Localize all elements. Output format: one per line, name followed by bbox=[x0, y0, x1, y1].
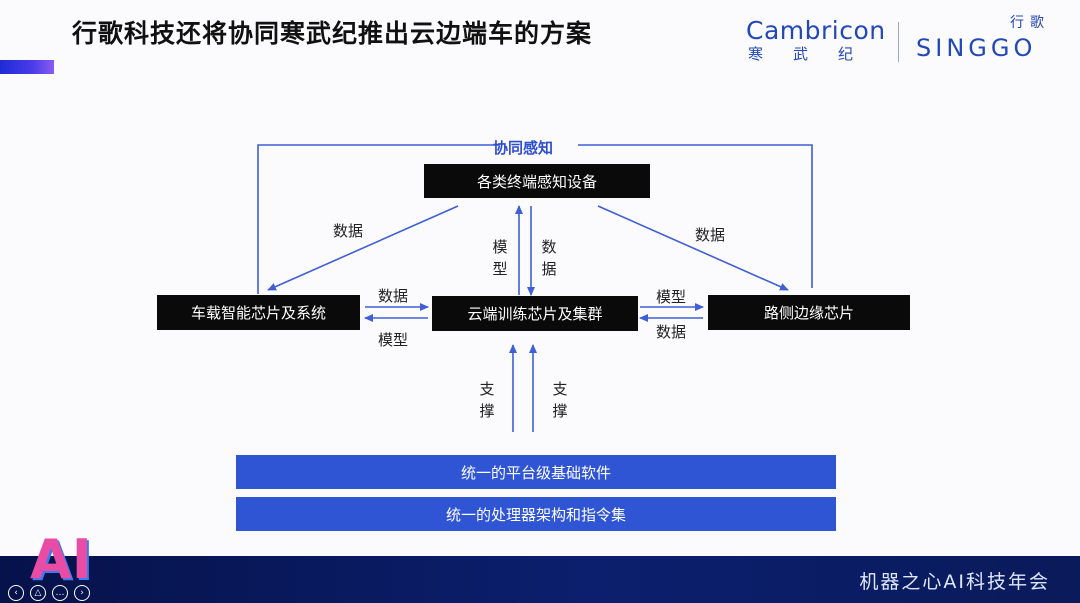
label-cloud-to-vehicle: 模型 bbox=[378, 331, 409, 349]
label-coop-perception: 协同感知 bbox=[493, 139, 554, 157]
singgo-logo: 行歌 SINGGO bbox=[916, 12, 1050, 62]
label-support-left: 支撑 bbox=[479, 380, 495, 420]
sound-icon[interactable]: △ bbox=[30, 585, 46, 601]
footer-event-name: 机器之心AI科技年会 bbox=[859, 571, 1050, 593]
foundation-software-bar: 统一的平台级基础软件 bbox=[236, 455, 836, 489]
label-support-right: 支撑 bbox=[552, 380, 568, 420]
label-roadside-to-cloud: 数据 bbox=[656, 323, 687, 341]
label-devices-to-vehicle: 数据 bbox=[333, 222, 364, 240]
title-accent-bar bbox=[0, 60, 54, 74]
node-vehicle-chip: 车载智能芯片及系统 bbox=[157, 295, 360, 330]
logo-divider bbox=[898, 22, 899, 62]
label-devices-to-cloud: 数据 bbox=[541, 238, 557, 278]
ai-logo: AI bbox=[30, 528, 92, 591]
foundation-isa-bar: 统一的处理器架构和指令集 bbox=[236, 497, 836, 531]
footer-band bbox=[0, 556, 1080, 603]
node-roadside-chip: 路侧边缘芯片 bbox=[708, 295, 910, 330]
label-cloud-to-roadside: 模型 bbox=[656, 288, 687, 306]
label-vehicle-to-cloud: 数据 bbox=[378, 287, 409, 305]
node-cloud-training: 云端训练芯片及集群 bbox=[432, 296, 638, 331]
label-cloud-to-devices: 模型 bbox=[492, 238, 508, 278]
singgo-logo-cn: 行歌 bbox=[1010, 15, 1050, 31]
slide-title: 行歌科技还将协同寒武纪推出云边端车的方案 bbox=[72, 19, 593, 48]
more-icon[interactable]: … bbox=[52, 585, 68, 601]
arrow-devices-to-roadside bbox=[597, 205, 789, 291]
cambricon-logo-en: Cambricon bbox=[746, 16, 886, 45]
cambricon-logo-cn: 寒武纪 bbox=[748, 45, 884, 63]
label-devices-to-roadside: 数据 bbox=[695, 226, 726, 244]
forward-icon[interactable]: › bbox=[74, 585, 90, 601]
singgo-logo-en: SINGGO bbox=[916, 34, 1037, 62]
node-terminal-devices: 各类终端感知设备 bbox=[424, 164, 650, 198]
cambricon-logo: Cambricon 寒武纪 bbox=[746, 16, 886, 64]
arrow-devices-to-vehicle bbox=[267, 205, 459, 291]
coop-loop-left bbox=[257, 144, 500, 294]
player-controls: ‹ △ … › bbox=[8, 585, 90, 601]
coop-loop-right bbox=[578, 144, 813, 288]
back-icon[interactable]: ‹ bbox=[8, 585, 24, 601]
